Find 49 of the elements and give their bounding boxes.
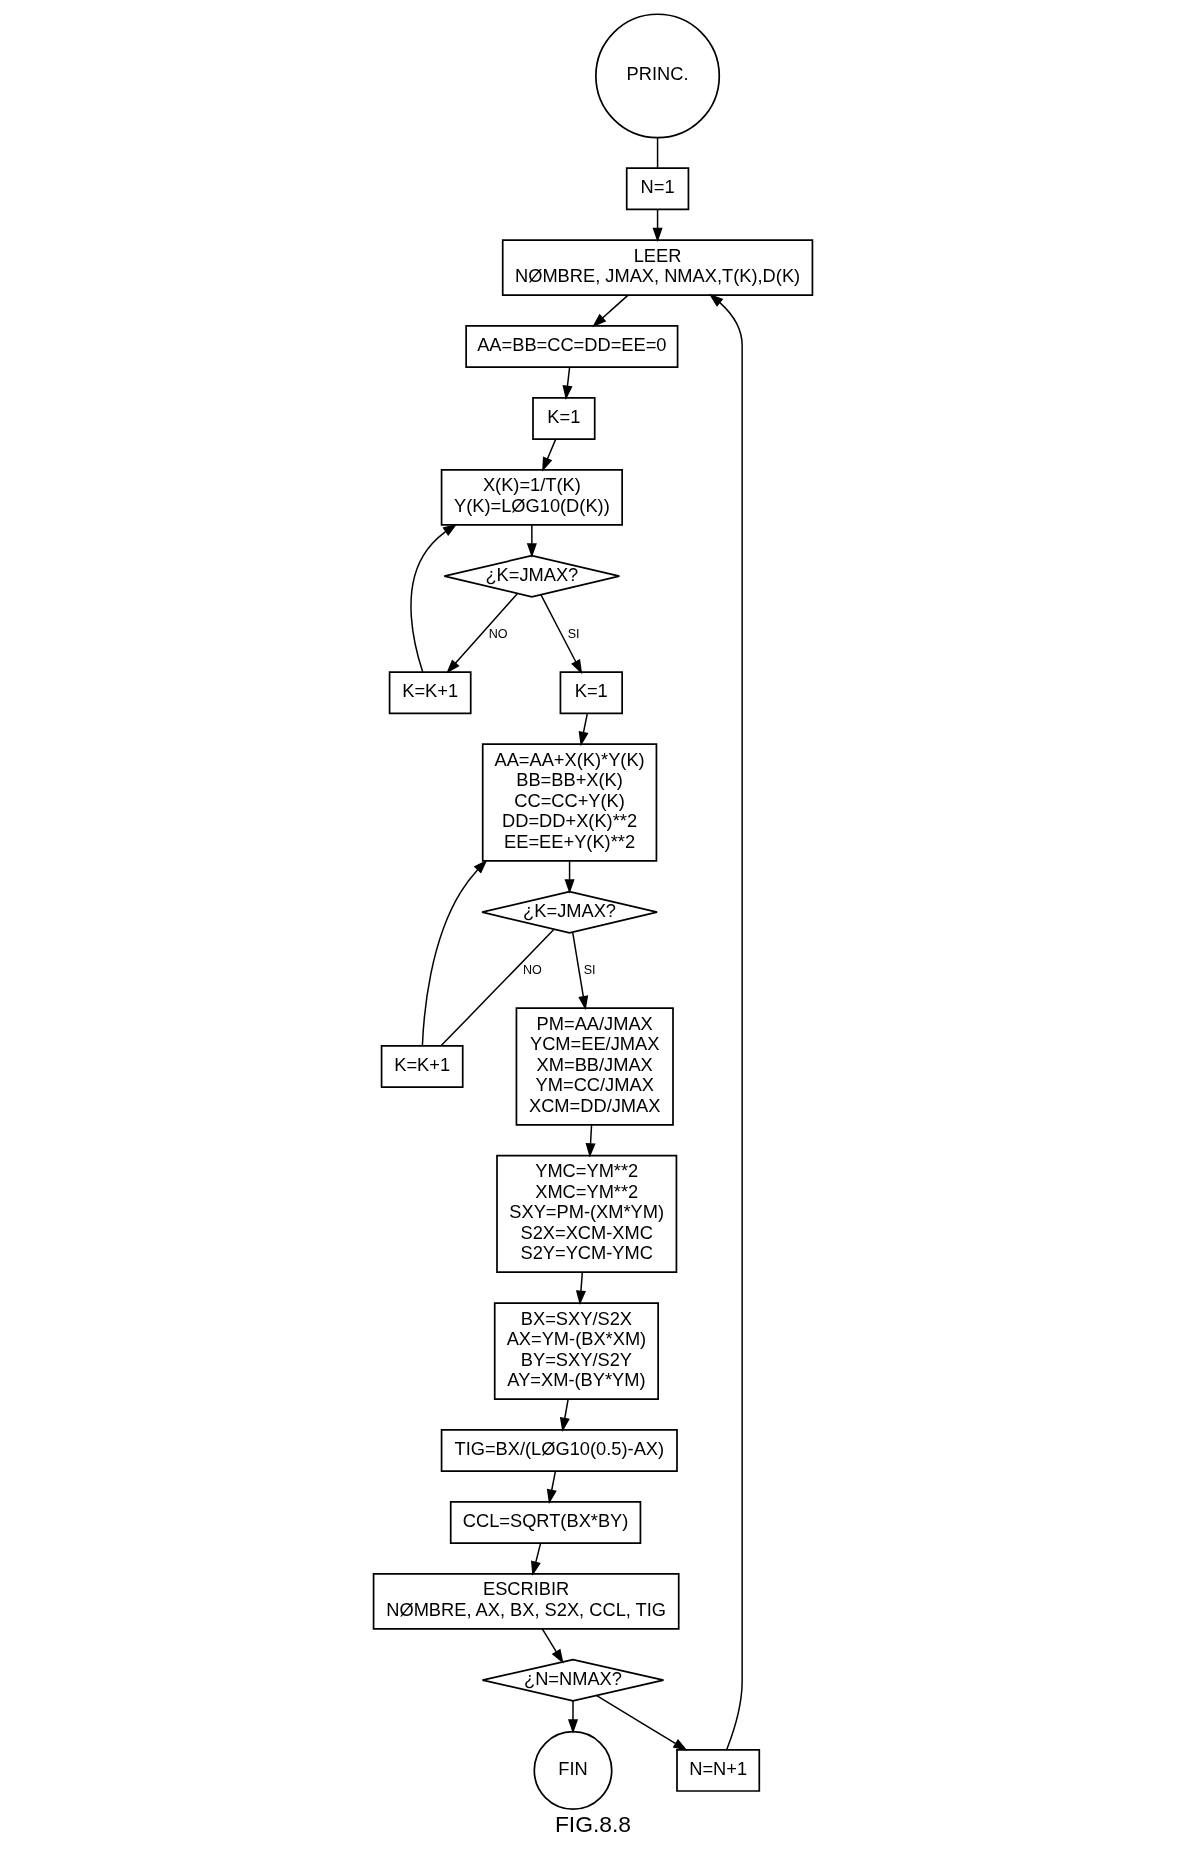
- edge-label: NO: [488, 626, 508, 641]
- arrow: [708, 293, 743, 1751]
- arrow: [562, 366, 573, 400]
- arrow: [567, 1700, 579, 1734]
- arrow: [410, 523, 458, 673]
- arrow: [652, 208, 663, 243]
- arrow: [585, 1124, 596, 1158]
- node-box: YMC=YM**2 XMC=YM**2 SXY=PM-(XM*YM) S2X=XCM-XMC S2Y=YCM-YMC: [496, 1154, 678, 1274]
- node-circle: PRINC.: [595, 13, 721, 139]
- node-diamond: ¿N=NMAX?: [481, 1658, 665, 1702]
- edge-label: NO: [523, 962, 542, 977]
- arrow: [526, 524, 537, 558]
- arrow: [595, 1694, 688, 1751]
- arrow: [541, 1628, 564, 1664]
- node-box: K=1: [532, 397, 596, 440]
- arrow: [578, 712, 589, 747]
- arrow: [571, 931, 589, 1011]
- arrow: [592, 294, 629, 328]
- arrow: [540, 593, 583, 675]
- node-box: K=K+1: [388, 671, 472, 715]
- node-box: K=1: [559, 671, 623, 715]
- edge-label: SI: [567, 626, 580, 641]
- arrow: [531, 1542, 542, 1576]
- node-box: TIG=BX/(LØG10(0.5)-AX): [440, 1429, 678, 1472]
- edge-label: SI: [583, 962, 596, 977]
- arrow: [546, 1470, 557, 1504]
- node-box: LEER NØMBRE, JMAX, NMAX,T(K),D(K): [501, 239, 814, 296]
- connector: [440, 928, 555, 1047]
- node-box: X(K)=1/T(K) Y(K)=LØG10(D(K)): [440, 469, 623, 526]
- node-box: N=N+1: [676, 1749, 761, 1792]
- node-box: AA=BB=CC=DD=EE=0: [465, 325, 679, 368]
- caption: FIG.8.8: [554, 1811, 632, 1838]
- connector: [656, 136, 659, 169]
- node-box: BX=SXY/S2X AX=YM-(BX*XM) BY=SXY/S2Y AY=XM-(BY*YM): [493, 1302, 659, 1400]
- node-circle: FIN: [533, 1730, 613, 1810]
- node-box: CCL=SQRT(BX*BY): [449, 1501, 642, 1544]
- node-box: N=1: [625, 167, 690, 211]
- node-box: K=K+1: [380, 1045, 464, 1088]
- node-box: ESCRIBIR NØMBRE, AX, BX, S2X, CCL, TIG: [372, 1573, 680, 1630]
- arrow: [564, 860, 575, 894]
- node-box: PM=AA/JMAX YCM=EE/JMAX XM=BB/JMAX YM=CC/JMAX XCM=DD/JMAX: [515, 1007, 674, 1126]
- node-box: AA=AA+X(K)*Y(K) BB=BB+X(K) CC=CC+Y(K) DD=DD+X(K)**2 EE=EE+Y(K)**2: [481, 743, 658, 862]
- arrow: [446, 592, 519, 674]
- node-diamond: ¿K=JMAX?: [443, 554, 621, 598]
- arrow: [421, 859, 488, 1047]
- arrow: [575, 1271, 586, 1306]
- node-diamond: ¿K=JMAX?: [481, 890, 658, 934]
- arrow: [559, 1398, 570, 1433]
- arrow: [542, 438, 557, 472]
